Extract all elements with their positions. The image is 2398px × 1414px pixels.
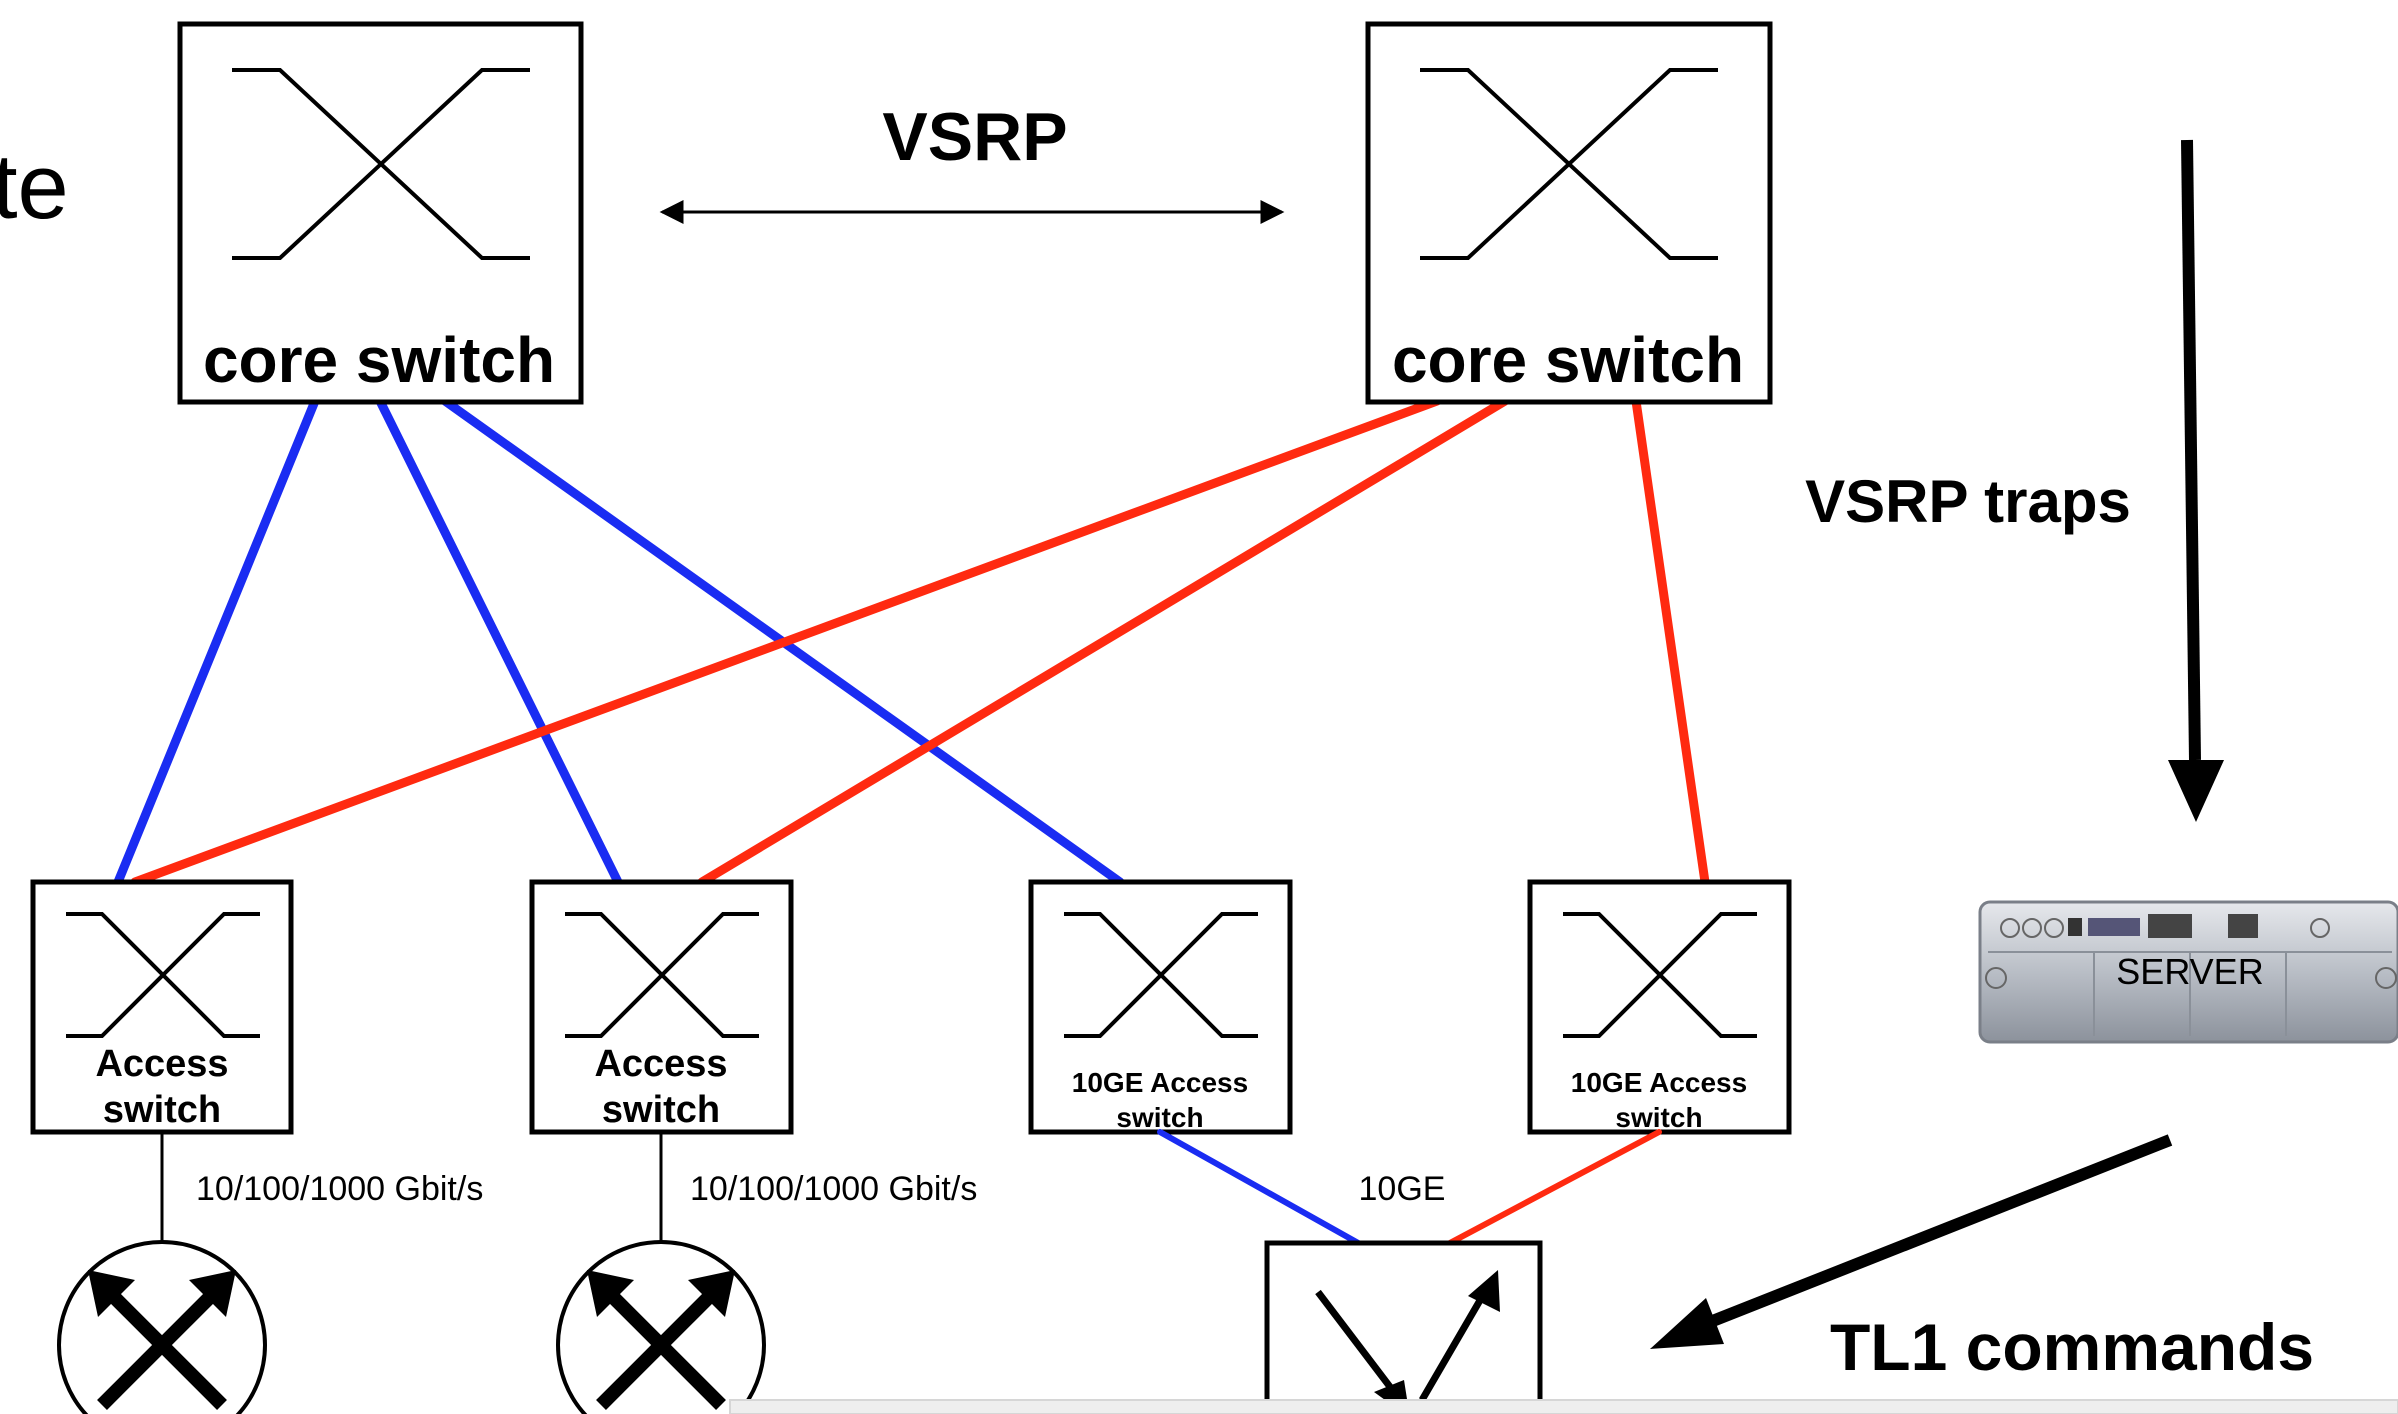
traps-arrow-head: [2168, 760, 2224, 822]
optical-switch-icon: [1315, 1288, 1490, 1403]
access-switch-3-label-line2: switch: [1116, 1102, 1203, 1133]
switch-x-icon: [232, 68, 530, 260]
router-2: [556, 1240, 766, 1414]
red-link-10ge: [1445, 1129, 1662, 1247]
access-switch-2: Access switch: [529, 879, 794, 1135]
speed-label-2: 10/100/1000 Gbit/s: [690, 1170, 977, 1208]
access-switch-1-label-line2: switch: [103, 1089, 221, 1131]
tl1-commands-label: TL1 commands: [1830, 1310, 2314, 1384]
traps-arrow-shaft: [2181, 139, 2201, 761]
access-switch-4-10ge: 10GE Access switch: [1527, 879, 1792, 1135]
core-switch-2-label: core switch: [1392, 324, 1744, 396]
tl1-arrow-shaft: [1697, 1134, 2173, 1332]
optical-switch: [1264, 1240, 1543, 1414]
blue-link-core1-access2: [375, 396, 623, 887]
switch-x-icon: [66, 912, 260, 1038]
vsrp-traps-label: VSRP traps: [1805, 468, 2131, 535]
tengig-label: 10GE: [1359, 1170, 1446, 1208]
router-icon: [596, 1280, 726, 1410]
tl1-arrow-head: [1650, 1298, 1724, 1349]
core-switch-1: core switch: [177, 21, 584, 405]
access-switch-4-label-line1: 10GE Access: [1571, 1067, 1747, 1098]
switch-x-icon: [565, 912, 759, 1038]
access-switch-2-label-line2: switch: [602, 1089, 720, 1131]
red-link-core2-access2: [697, 396, 1510, 887]
access-switch-1-label-line1: Access: [95, 1043, 228, 1085]
access-switch-1: Access switch: [30, 879, 294, 1135]
red-link-core2-access1: [130, 396, 1442, 887]
switch-x-icon: [1064, 912, 1258, 1038]
server-label: SERVER: [2116, 951, 2263, 992]
blue-link-core1-access1: [113, 396, 320, 887]
access-switch-3-label-line1: 10GE Access: [1072, 1067, 1248, 1098]
switch-x-icon: [1420, 68, 1718, 260]
access-switch-3-10ge: 10GE Access switch: [1028, 879, 1293, 1135]
partial-title-text: te: [0, 136, 69, 238]
access-switch-2-label-line1: Access: [594, 1043, 727, 1085]
vsrp-label: VSRP: [882, 99, 1067, 175]
server: SERVER: [1978, 900, 2398, 1044]
bottom-overlay: [729, 1399, 2398, 1414]
server-icon: [1985, 918, 2397, 989]
router-icon: [97, 1280, 227, 1410]
blue-links: [113, 396, 1125, 887]
access-switch-4-label-line2: switch: [1615, 1102, 1702, 1133]
speed-label-1: 10/100/1000 Gbit/s: [196, 1170, 483, 1208]
router-1: [57, 1240, 267, 1414]
core-switch-1-label: core switch: [203, 324, 555, 396]
red-link-core2-access4: [1631, 396, 1710, 887]
red-links: [130, 396, 1710, 887]
blue-link-10ge: [1157, 1129, 1363, 1247]
core-switch-2: core switch: [1365, 21, 1773, 405]
switch-x-icon: [1563, 912, 1757, 1038]
